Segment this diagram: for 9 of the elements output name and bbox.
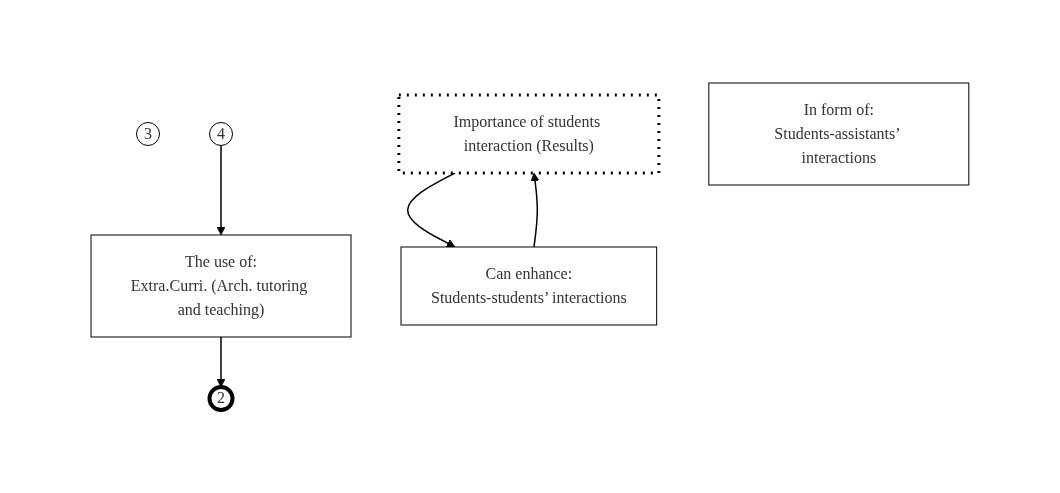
arrow xyxy=(530,172,540,248)
node-box: In form of: Students-assistants’ interactions xyxy=(708,82,970,186)
node-box: Can enhance: Students-students’ interactions xyxy=(400,246,658,326)
node-box: The use of: Extra.Curri. (Arch. tutoring and teaching) xyxy=(90,234,352,338)
node-circle: 3 xyxy=(136,121,161,146)
node-circle: 2 xyxy=(207,384,235,412)
arrow xyxy=(216,144,226,236)
node-circle: 4 xyxy=(209,121,234,146)
arrow xyxy=(407,172,456,248)
